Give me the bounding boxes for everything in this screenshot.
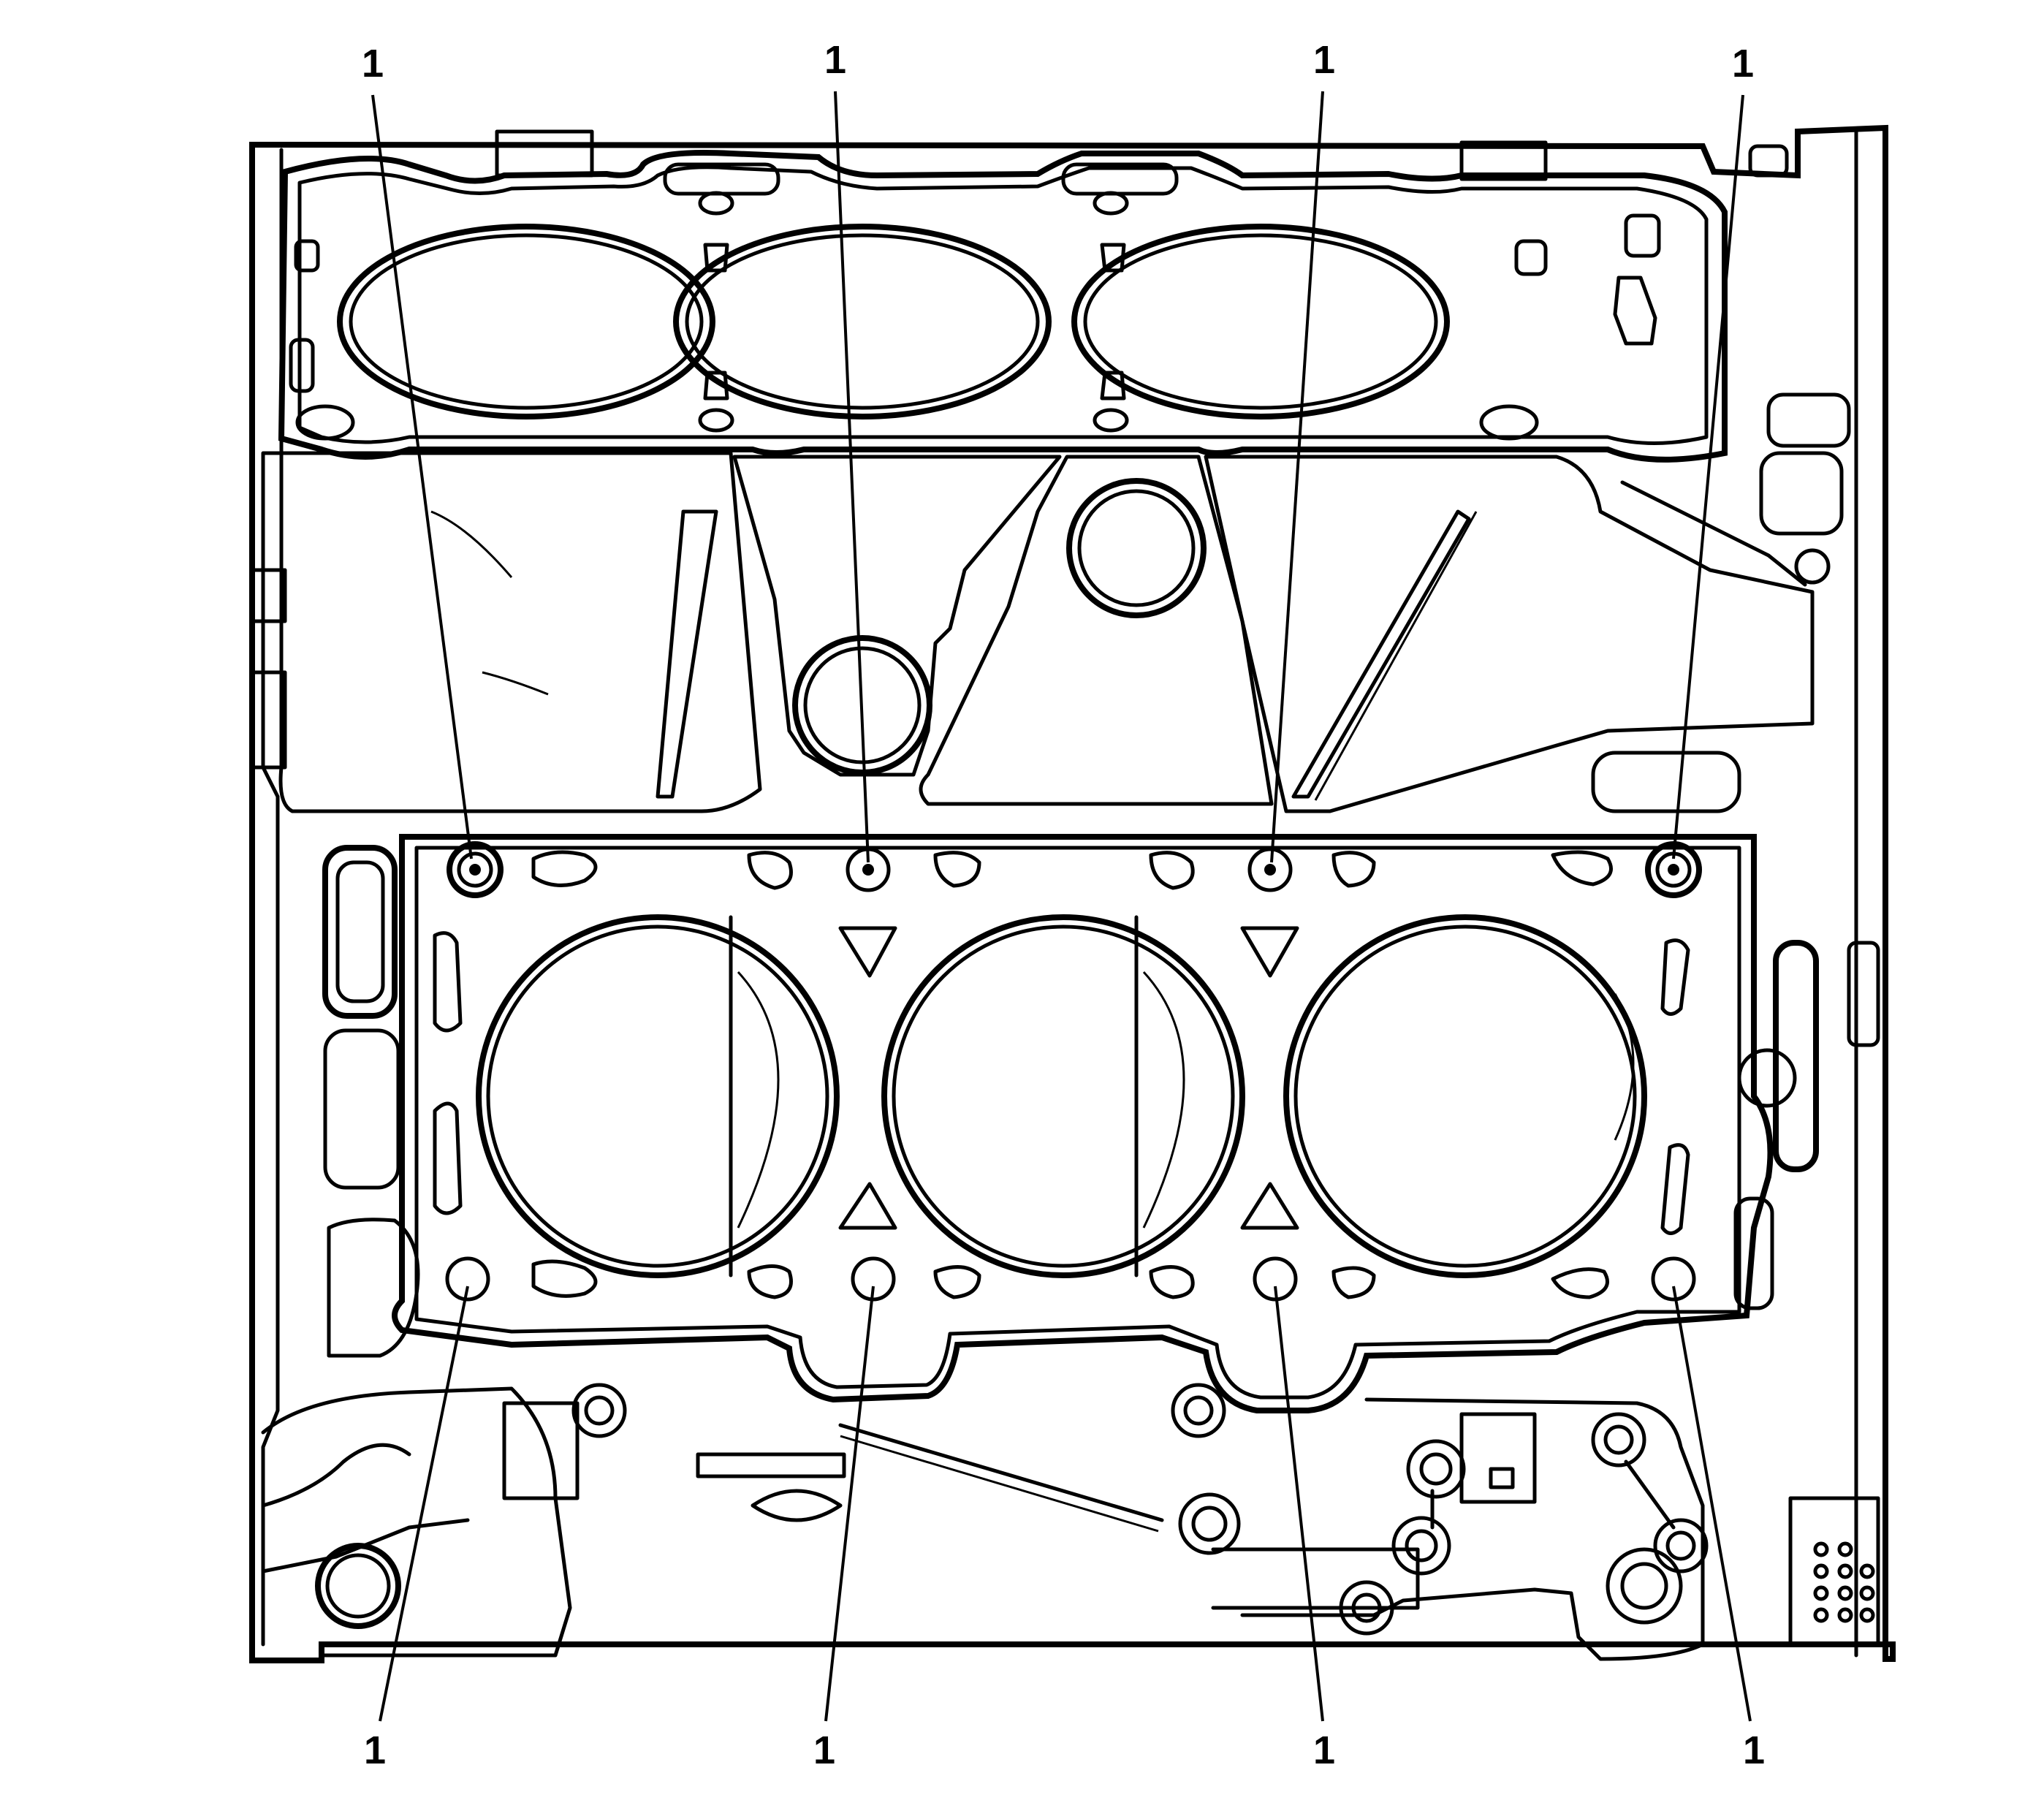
block-outline [249,124,1896,1663]
callout-label-bottom-1: 1 [363,1728,387,1772]
leader-bottom-1 [379,1286,469,1722]
bolt-hole-lower-4 [1651,1256,1696,1302]
block-midsection [250,144,1851,813]
lower-gasket [322,834,1880,1413]
leader-bottom-4 [1672,1286,1752,1722]
callout-label-bottom-4: 1 [1742,1728,1766,1772]
lower-block-detail [261,1383,1880,1661]
dot-pattern [1813,1541,1875,1623]
leader-bottom-3 [1274,1286,1324,1722]
head-bolt-holes [445,841,1702,1302]
callout-label-top-3: 1 [1312,38,1336,82]
bolt-hole-upper-1 [447,841,504,898]
leader-top-3 [1270,91,1324,863]
callout-label-top-2: 1 [824,38,847,82]
upper-gasket [278,129,1728,463]
callout-label-bottom-3: 1 [1312,1728,1336,1772]
callout-label-top-4: 1 [1731,42,1755,86]
leader-bottom-2 [824,1286,875,1722]
leader-top-1 [371,94,473,859]
callout-label-top-1: 1 [361,42,384,86]
callout-label-bottom-2: 1 [813,1728,836,1772]
leader-top-2 [834,91,870,863]
bolt-hole-lower-1 [445,1256,490,1302]
oil-passage-ovals [531,850,1613,1299]
bolt-hole-upper-3 [1247,847,1293,892]
callout-leaders [371,91,1752,1722]
leader-top-4 [1672,94,1744,859]
